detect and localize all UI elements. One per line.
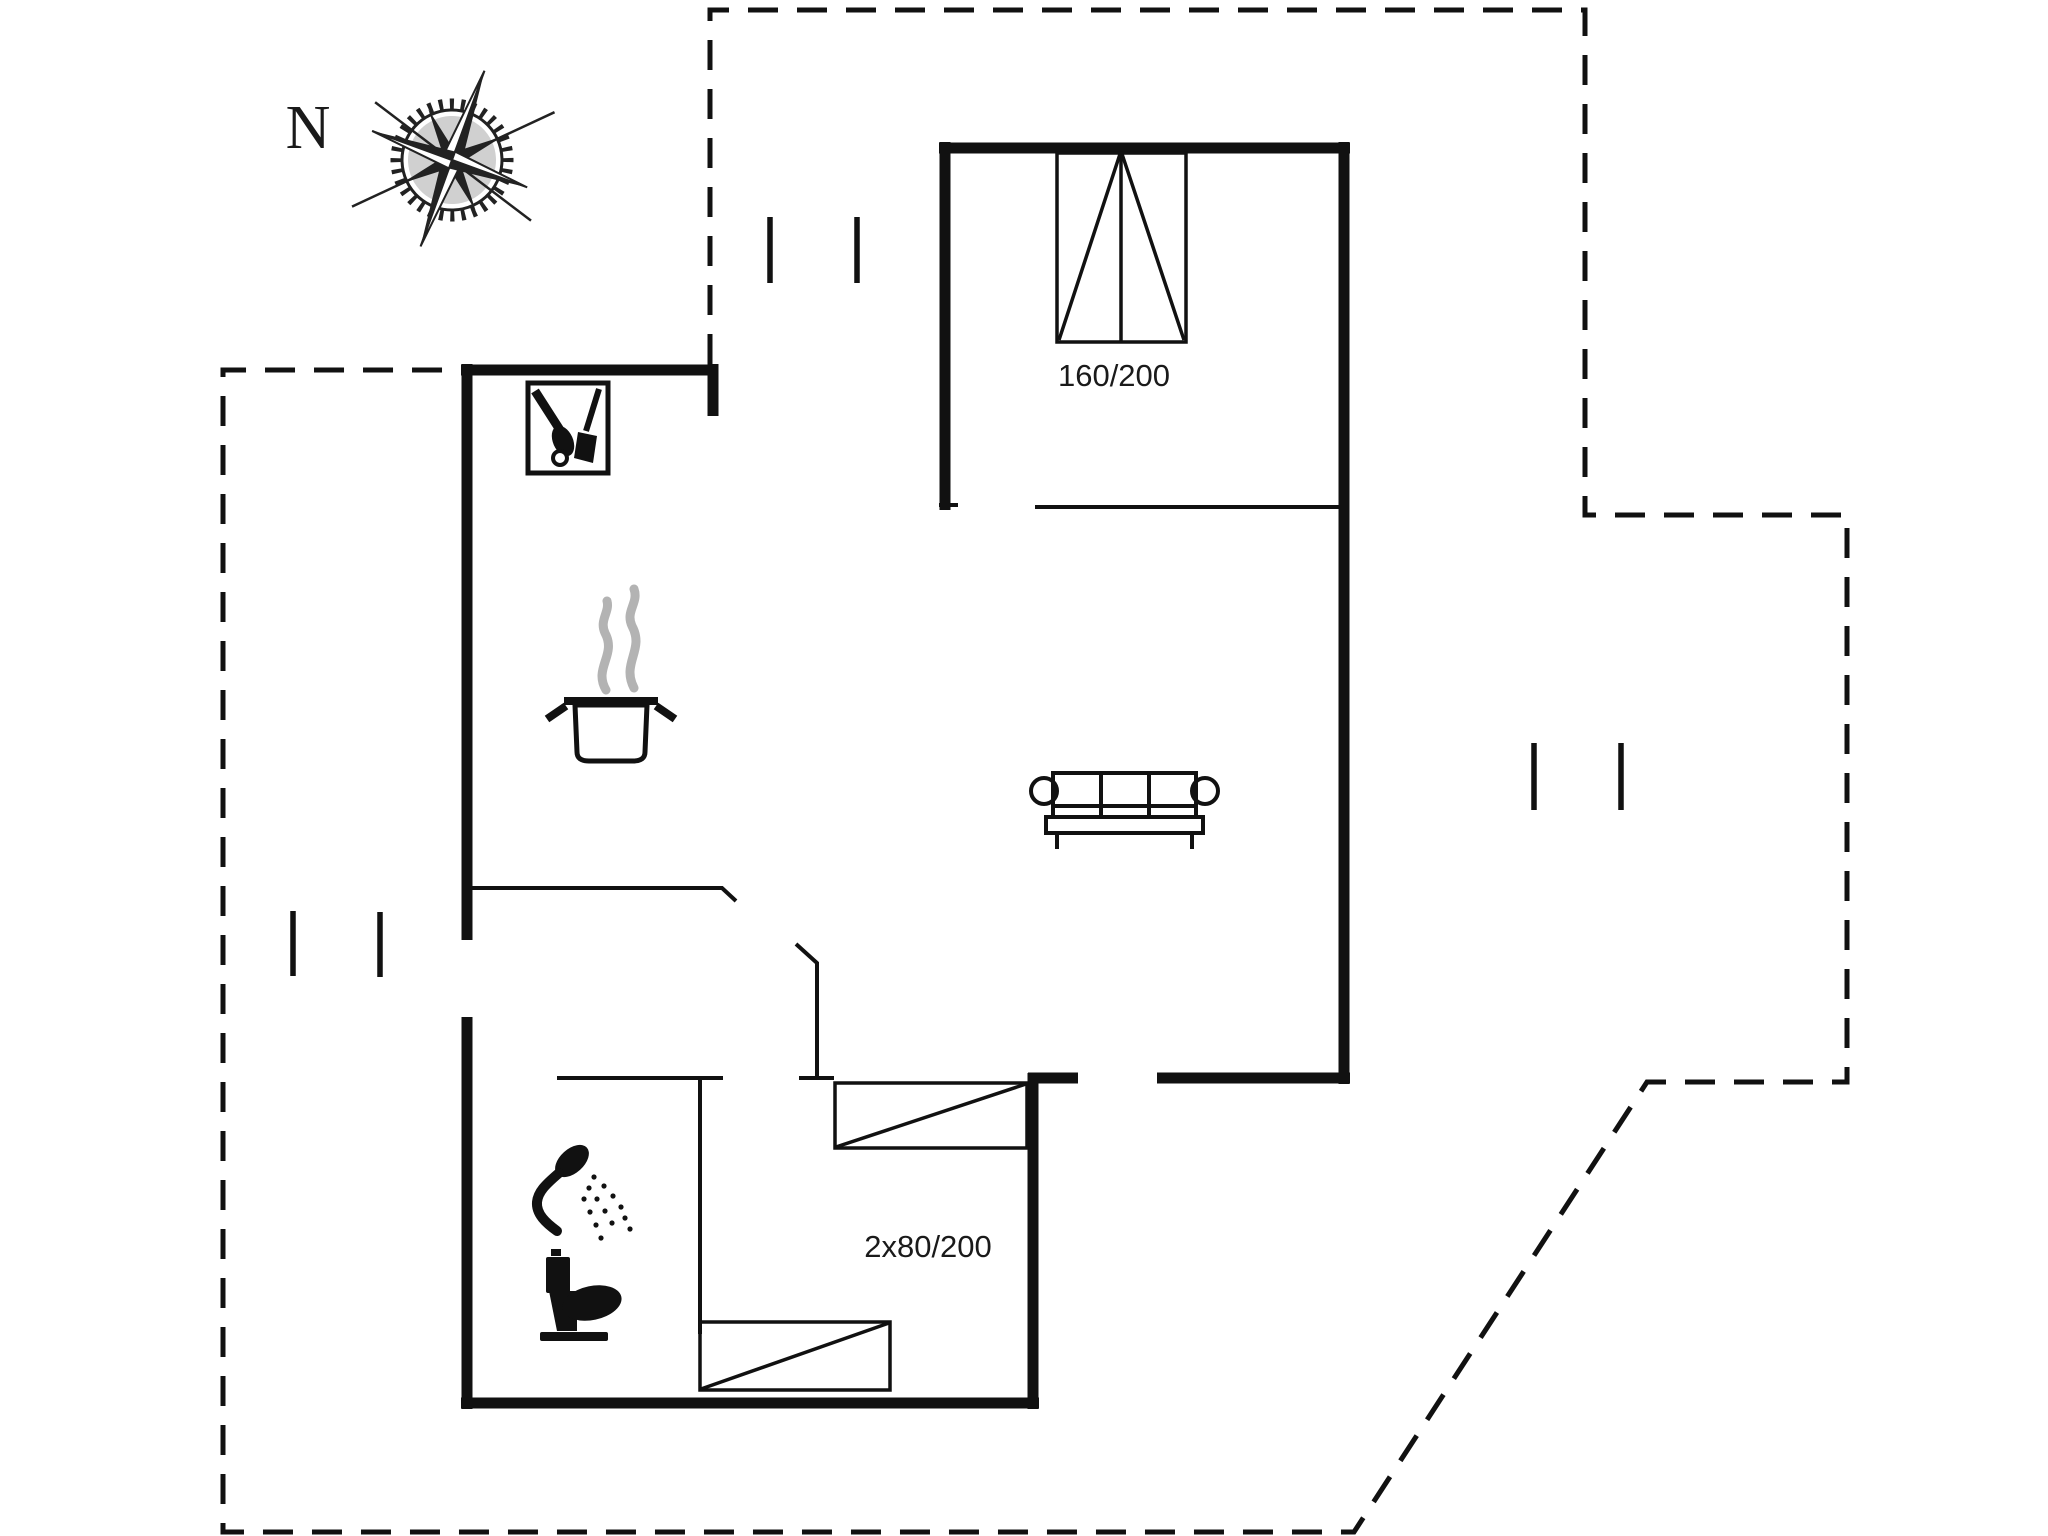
- mixer-whisk: [551, 449, 569, 467]
- interior-walls: [467, 503, 1346, 1334]
- steam-wisp-right: [625, 584, 641, 693]
- terrace-outline-dashed: [220, 7, 1850, 1535]
- bunk-bed-bottom-diagonal: [700, 1321, 890, 1391]
- compass-long-points: [371, 70, 528, 247]
- shower-head: [555, 1144, 589, 1178]
- steam-icon: [597, 584, 641, 695]
- sofa-base: [1044, 815, 1205, 835]
- pot-handle-left: [544, 702, 569, 723]
- wall-hallway-right: [794, 942, 819, 1076]
- bunk-bed-icon: [698, 1081, 1029, 1392]
- sofa-armrest-right: [1190, 776, 1220, 806]
- bunk-bed-bottom-frame: [698, 1320, 892, 1392]
- cooking-pot-icon: [544, 584, 678, 764]
- toilet-icon: [540, 1249, 622, 1341]
- wall-kitchen-bottom: [467, 886, 738, 903]
- window-markers: [290, 217, 1624, 977]
- spatula-blade: [574, 432, 597, 463]
- shower-icon: [531, 1144, 633, 1241]
- double-bed-duvet-right: [1120, 153, 1186, 341]
- double-bed-duvet-left: [1057, 153, 1122, 341]
- mixer-handle: [531, 388, 564, 433]
- shower-arm: [531, 1168, 564, 1236]
- toilet-tank: [546, 1257, 570, 1293]
- mixer-body: [551, 425, 575, 457]
- toilet-bowl: [562, 1285, 622, 1321]
- pot-body: [572, 702, 650, 764]
- sofa-icon: [1029, 771, 1220, 849]
- sofa-cushions: [1051, 771, 1198, 819]
- north-label: N: [286, 94, 331, 162]
- exterior-walls: [461, 142, 1350, 1409]
- double-bed-size-label: 160/200: [1058, 358, 1170, 393]
- kitchen-utensils-icon: [525, 380, 611, 476]
- bunk-bed-top-diagonal: [835, 1082, 1027, 1149]
- double-bed-icon: [1055, 151, 1188, 344]
- toilet-base: [540, 1332, 608, 1341]
- compass-rose-icon: [351, 70, 556, 247]
- steam-wisp-left: [597, 596, 613, 695]
- pot-handle-right: [653, 702, 678, 723]
- bunk-bed-top-frame: [833, 1081, 1029, 1150]
- shower-spray-drops: [581, 1174, 633, 1241]
- toilet-button: [551, 1249, 561, 1256]
- spatula-handle: [583, 388, 602, 432]
- terrace-outline-path: [220, 7, 1850, 1535]
- sofa-armrest-left: [1029, 776, 1059, 806]
- bunk-bed-size-label: 2x80/200: [864, 1229, 992, 1264]
